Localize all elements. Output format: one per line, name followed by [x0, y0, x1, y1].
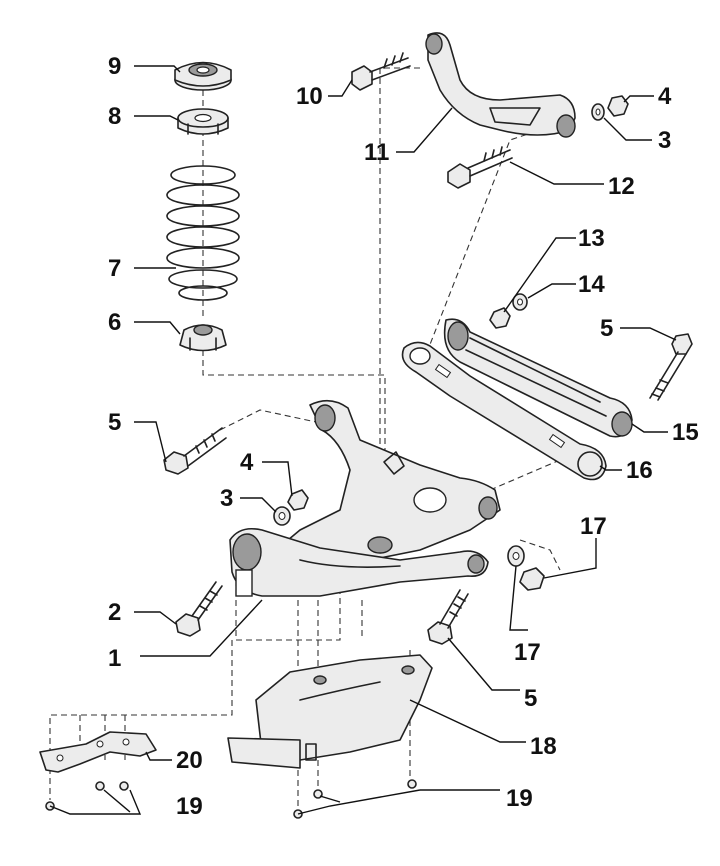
callout-3-upper: 3 — [658, 127, 671, 154]
part-bolt-5-lower — [427, 589, 469, 645]
part-upper-control-arm — [425, 32, 576, 138]
callout-numbers: 9 8 7 6 10 11 12 4 3 13 14 5 15 16 5 4 3… — [108, 53, 699, 820]
callout-10: 10 — [296, 83, 323, 110]
part-bolt-2 — [175, 581, 223, 637]
callout-7: 7 — [108, 255, 121, 282]
callout-17-upper: 17 — [580, 513, 607, 540]
part-lower-control-arm — [229, 527, 489, 597]
callout-6: 6 — [108, 309, 121, 336]
callout-14: 14 — [578, 271, 605, 298]
part-spring-seat-lower — [179, 324, 227, 352]
part-bracket — [39, 731, 157, 773]
part-coil-spring — [166, 165, 240, 301]
part-washer-upper — [591, 103, 605, 121]
part-nut-upper — [607, 95, 629, 117]
part-bolt-5-upper — [649, 333, 693, 401]
callout-16: 16 — [626, 457, 653, 484]
callout-12: 12 — [608, 173, 635, 200]
callout-5-lower: 5 — [524, 685, 537, 712]
callout-15: 15 — [672, 419, 699, 446]
part-subframe — [269, 399, 501, 571]
callout-5-upper: 5 — [600, 315, 613, 342]
callout-1: 1 — [108, 645, 121, 672]
callout-4-middle: 4 — [240, 449, 254, 476]
callout-19-right: 19 — [506, 785, 533, 812]
part-trailing-link — [443, 318, 633, 438]
part-screws — [45, 779, 417, 819]
callout-2: 2 — [108, 599, 121, 626]
part-track-rod — [401, 341, 607, 481]
part-nut-17 — [519, 567, 545, 591]
callout-18: 18 — [530, 733, 557, 760]
callout-8: 8 — [108, 103, 121, 130]
part-washer-17 — [507, 545, 525, 567]
callout-13: 13 — [578, 225, 605, 252]
callout-4-upper: 4 — [658, 83, 672, 110]
part-spring-pad-upper — [174, 61, 232, 91]
part-bolt-12 — [447, 146, 513, 189]
part-spring-pad — [177, 108, 229, 135]
callout-17-lower: 17 — [514, 639, 541, 666]
callout-5-left: 5 — [108, 409, 121, 436]
callout-11: 11 — [364, 139, 389, 166]
callout-3-middle: 3 — [220, 485, 233, 512]
part-bolt-5-left — [163, 427, 227, 475]
part-under-cover — [227, 654, 433, 769]
part-bolt-10 — [351, 52, 411, 91]
part-nut-middle — [287, 489, 309, 511]
callout-19-left: 19 — [176, 793, 203, 820]
part-nut-13 — [489, 307, 511, 329]
callout-20: 20 — [176, 747, 203, 774]
part-washer-middle — [273, 506, 291, 526]
leader-lines — [49, 65, 677, 815]
part-washer-14 — [512, 293, 528, 311]
callout-9: 9 — [108, 53, 121, 80]
